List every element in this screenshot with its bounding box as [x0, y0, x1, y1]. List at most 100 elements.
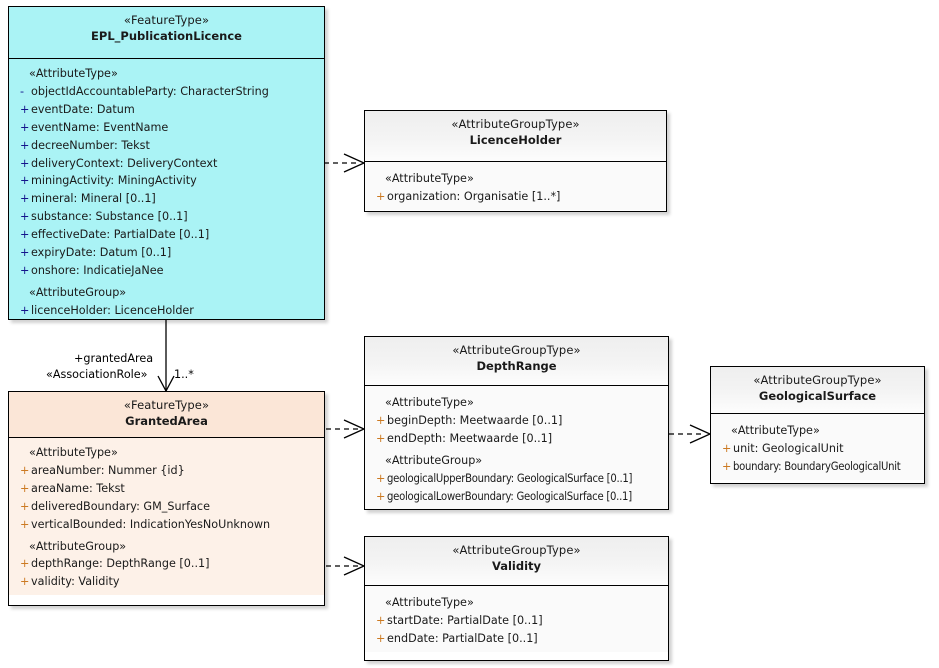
attribute-text: endDepth: Meetwaarde [0..1]	[387, 431, 553, 445]
class-attributes: «AttributeType» + startDate: PartialDate…	[365, 586, 668, 652]
connector-grantedarea-validity[interactable]	[326, 556, 366, 576]
attribute-text: endDate: PartialDate [0..1]	[387, 631, 538, 645]
attribute-row[interactable]: + expiryDate: Datum [0..1]	[9, 244, 324, 262]
class-header: «AttributeGroupType» DepthRange	[365, 337, 668, 386]
attribute-text: deliveryContext: DeliveryContext	[31, 156, 218, 170]
visibility-marker: -	[20, 84, 25, 98]
class-stereotype: «AttributeGroupType»	[452, 543, 581, 557]
compartment-group-label: «AttributeGroup»	[29, 539, 127, 553]
class-header: «AttributeGroupType» LicenceHolder	[365, 111, 666, 162]
class-name: EPL_PublicationLicence	[91, 28, 242, 43]
visibility-marker: +	[376, 471, 386, 485]
class-box-validity[interactable]: «AttributeGroupType» Validity «Attribute…	[364, 536, 669, 661]
attribute-row[interactable]: + miningActivity: MiningActivity	[9, 172, 324, 190]
attribute-text: deliveredBoundary: GM_Surface	[31, 499, 210, 513]
class-name: DepthRange	[476, 358, 557, 373]
attribute-text: unit: GeologicalUnit	[733, 441, 844, 455]
attribute-text: miningActivity: MiningActivity	[31, 174, 197, 188]
attribute-text: geologicalUpperBoundary: GeologicalSurfa…	[387, 471, 633, 485]
attribute-text: eventDate: Datum	[31, 102, 135, 116]
visibility-marker: +	[20, 228, 30, 242]
attribute-row[interactable]: + validity: Validity	[9, 573, 324, 591]
attribute-row[interactable]: + verticalBounded: IndicationYesNoUnknow…	[9, 516, 324, 534]
compartment-group-label: «AttributeGroup»	[29, 285, 127, 299]
attribute-row[interactable]: + substance: Substance [0..1]	[9, 208, 324, 226]
class-stereotype: «FeatureType»	[123, 398, 210, 412]
attribute-row[interactable]: + endDepth: Meetwaarde [0..1]	[365, 430, 668, 448]
visibility-marker: +	[20, 499, 30, 513]
visibility-marker: +	[722, 441, 732, 455]
attribute-row[interactable]: + deliveryContext: DeliveryContext	[9, 155, 324, 173]
class-attributes: «AttributeType» + organization: Organisa…	[365, 162, 666, 210]
connector-epl-licenceholder[interactable]	[324, 153, 366, 173]
visibility-marker: +	[20, 120, 30, 134]
attribute-row[interactable]: + eventDate: Datum	[9, 101, 324, 119]
attribute-row[interactable]: + geologicalLowerBoundary: GeologicalSur…	[365, 488, 668, 506]
class-stereotype: «AttributeGroupType»	[753, 373, 882, 387]
visibility-marker: +	[376, 431, 386, 445]
connector-grantedarea-depthrange[interactable]	[326, 419, 366, 439]
attribute-row[interactable]: + areaName: Tekst	[9, 480, 324, 498]
attribute-row[interactable]: + licenceHolder: LicenceHolder	[9, 302, 324, 319]
class-attributes: «AttributeType» - objectIdAccountablePar…	[9, 59, 324, 319]
compartment-group-label: «AttributeType»	[385, 172, 474, 185]
attribute-row[interactable]: + geologicalUpperBoundary: GeologicalSur…	[365, 470, 668, 488]
attribute-row[interactable]: + boundary: BoundaryGeologicalUnit	[711, 458, 924, 476]
attribute-text: organization: Organisatie [1..*]	[387, 189, 561, 203]
visibility-marker: +	[376, 413, 386, 427]
connector-epl-grantedarea[interactable]	[157, 320, 175, 393]
visibility-marker: +	[20, 263, 30, 277]
attribute-row[interactable]: + depthRange: DepthRange [0..1]	[9, 555, 324, 573]
connector-depthrange-geologicalsurface[interactable]	[669, 424, 712, 444]
attribute-text: decreeNumber: Tekst	[31, 138, 150, 152]
attribute-text: expiryDate: Datum [0..1]	[31, 246, 172, 260]
visibility-marker: +	[376, 189, 386, 203]
class-box-depthrange[interactable]: «AttributeGroupType» DepthRange «Attribu…	[364, 336, 669, 510]
visibility-marker: +	[20, 575, 30, 589]
attribute-row[interactable]: + effectiveDate: PartialDate [0..1]	[9, 226, 324, 244]
attribute-row[interactable]: + startDate: PartialDate [0..1]	[365, 612, 668, 630]
visibility-marker: +	[376, 489, 386, 503]
attribute-text: onshore: IndicatieJaNee	[31, 263, 164, 277]
class-box-epl-publicationlicence[interactable]: «FeatureType» EPL_PublicationLicence «At…	[8, 6, 325, 320]
visibility-marker: +	[20, 138, 30, 152]
class-box-licenceholder[interactable]: «AttributeGroupType» LicenceHolder «Attr…	[364, 110, 667, 212]
compartment-group-label: «AttributeType»	[385, 596, 474, 609]
visibility-marker: +	[20, 210, 30, 224]
association-multiplicity: 1..*	[174, 368, 194, 381]
attribute-row[interactable]: + organization: Organisatie [1..*]	[365, 188, 666, 206]
attribute-text: boundary: BoundaryGeologicalUnit	[733, 459, 901, 473]
attribute-row[interactable]: + areaNumber: Nummer {id}	[9, 462, 324, 480]
attribute-row[interactable]: + decreeNumber: Tekst	[9, 137, 324, 155]
class-header: «AttributeGroupType» GeologicalSurface	[711, 367, 924, 414]
compartment-group-label: «AttributeType»	[29, 67, 118, 80]
attribute-row[interactable]: + mineral: Mineral [0..1]	[9, 190, 324, 208]
attribute-text: areaNumber: Nummer {id}	[31, 463, 185, 477]
visibility-marker: +	[376, 613, 386, 627]
compartment-group-label: «AttributeType»	[731, 424, 820, 437]
attribute-row[interactable]: + onshore: IndicatieJaNee	[9, 262, 324, 280]
class-box-geologicalsurface[interactable]: «AttributeGroupType» GeologicalSurface «…	[710, 366, 925, 484]
attribute-text: areaName: Tekst	[31, 481, 125, 495]
visibility-marker: +	[20, 481, 30, 495]
attribute-text: eventName: EventName	[31, 120, 169, 134]
attribute-text: depthRange: DepthRange [0..1]	[31, 557, 210, 571]
attribute-row[interactable]: + deliveredBoundary: GM_Surface	[9, 498, 324, 516]
compartment-group-label: «AttributeType»	[385, 396, 474, 409]
attribute-row[interactable]: - objectIdAccountableParty: CharacterStr…	[9, 83, 324, 101]
visibility-marker: +	[20, 303, 30, 317]
attribute-text: substance: Substance [0..1]	[31, 210, 188, 224]
class-name: GeologicalSurface	[758, 388, 877, 403]
class-stereotype: «FeatureType»	[123, 13, 210, 27]
attribute-row[interactable]: + eventName: EventName	[9, 119, 324, 137]
class-stereotype: «AttributeGroupType»	[451, 117, 580, 131]
attribute-row[interactable]: + unit: GeologicalUnit	[711, 440, 924, 458]
attribute-text: licenceHolder: LicenceHolder	[31, 303, 194, 317]
class-attributes: «AttributeType» + beginDepth: Meetwaarde…	[365, 386, 668, 509]
attribute-row[interactable]: + endDate: PartialDate [0..1]	[365, 630, 668, 648]
visibility-marker: +	[20, 463, 30, 477]
class-header: «AttributeGroupType» Validity	[365, 537, 668, 586]
attribute-row[interactable]: + beginDepth: Meetwaarde [0..1]	[365, 412, 668, 430]
class-box-grantedarea[interactable]: «FeatureType» GrantedArea «AttributeType…	[8, 391, 325, 606]
